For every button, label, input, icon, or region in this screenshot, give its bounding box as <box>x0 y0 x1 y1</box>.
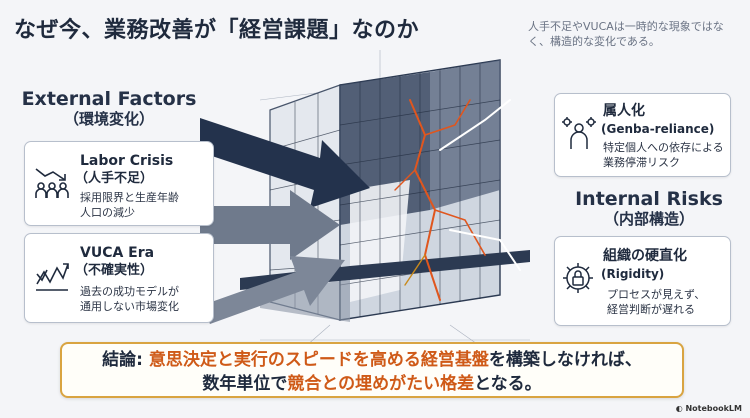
vuca-subtitle: （不確実性） <box>75 263 154 278</box>
volatile-chart-icon <box>36 263 69 291</box>
card-rigidity: 組織の硬直化 (Rigidity) プロセスが見えず、 経営判断が遅れる <box>554 236 731 326</box>
conclusion-text-2: 数年単位で <box>202 374 288 394</box>
card-genba-reliance: 属人化 (Genba-reliance) 特定個人への依存による 業務停滞リスク <box>554 93 731 177</box>
conclusion-highlight-2: 競合との埋めがたい格差 <box>287 374 475 394</box>
vuca-title: VUCA Era <box>80 245 155 261</box>
vuca-desc-1: 過去の成功モデルが <box>80 285 179 298</box>
genba-desc-1: 特定個人への依存による <box>603 141 724 154</box>
conclusion-text-3: となる。 <box>474 374 542 394</box>
card-labor-crisis: Labor Crisis （人手不足） 採用限界と生産年齢 人口の減少 <box>24 141 214 226</box>
labor-crisis-subtitle: （人手不足） <box>75 171 154 186</box>
external-heading-ja: （環境変化） <box>63 110 154 128</box>
external-factors-heading: External Factors （環境変化） <box>20 88 198 129</box>
external-heading-en: External Factors <box>21 88 197 110</box>
building-illustration <box>200 50 550 361</box>
brand-logo-icon: ◐ <box>675 404 686 413</box>
arrow-labor <box>200 118 370 208</box>
conclusion-highlight-1: 意思決定と実行のスピードを高める経営基盤 <box>148 350 489 370</box>
arrow-vuca-bottom <box>200 256 345 324</box>
conclusion-label: 結論: <box>102 350 149 370</box>
notebooklm-watermark: ◐ NotebookLM <box>676 404 742 413</box>
rigidity-title: 組織の硬直化 <box>603 248 687 264</box>
conclusion-line-1: 結論: 意思決定と実行のスピードを高める経営基盤を構築しなければ、 <box>62 348 682 372</box>
labor-crisis-title: Labor Crisis <box>80 153 174 169</box>
person-gears-icon <box>562 117 596 149</box>
rigidity-subtitle: (Rigidity) <box>601 267 665 281</box>
vuca-desc-2: 通用しない市場変化 <box>80 300 179 313</box>
rigidity-desc-2: 経営判断が遅れる <box>607 303 695 316</box>
internal-heading-en: Internal Risks <box>575 188 723 210</box>
rigidity-desc-1: プロセスが見えず、 <box>607 288 706 301</box>
card-vuca-era: VUCA Era （不確実性） 過去の成功モデルが 通用しない市場変化 <box>24 233 214 323</box>
conclusion-text-1: を構築しなければ、 <box>488 350 642 370</box>
genba-title: 属人化 <box>603 103 645 119</box>
genba-desc-2: 業務停滞リスク <box>603 156 680 169</box>
conclusion-box: 結論: 意思決定と実行のスピードを高める経営基盤を構築しなければ、 数年単位で競… <box>60 342 684 398</box>
brand-text: NotebookLM <box>685 404 742 413</box>
arrow-vuca-top <box>200 190 340 260</box>
labor-crisis-desc-1: 採用限界と生産年齢 <box>80 191 179 204</box>
internal-risks-heading: Internal Risks （内部構造） <box>560 188 738 229</box>
people-decline-icon <box>35 168 69 198</box>
page-subtitle: 人手不足やVUCAは一時的な現象ではなく、構造的な変化である。 <box>528 20 724 48</box>
locked-gear-icon <box>563 263 593 293</box>
labor-crisis-desc-2: 人口の減少 <box>80 206 135 219</box>
conclusion-line-2: 数年単位で競合との埋めがたい格差となる。 <box>62 372 682 396</box>
genba-subtitle: (Genba-reliance) <box>601 122 715 136</box>
internal-heading-ja: （内部構造） <box>603 210 694 228</box>
page-title: なぜ今、業務改善が「経営課題」なのか <box>14 18 420 43</box>
